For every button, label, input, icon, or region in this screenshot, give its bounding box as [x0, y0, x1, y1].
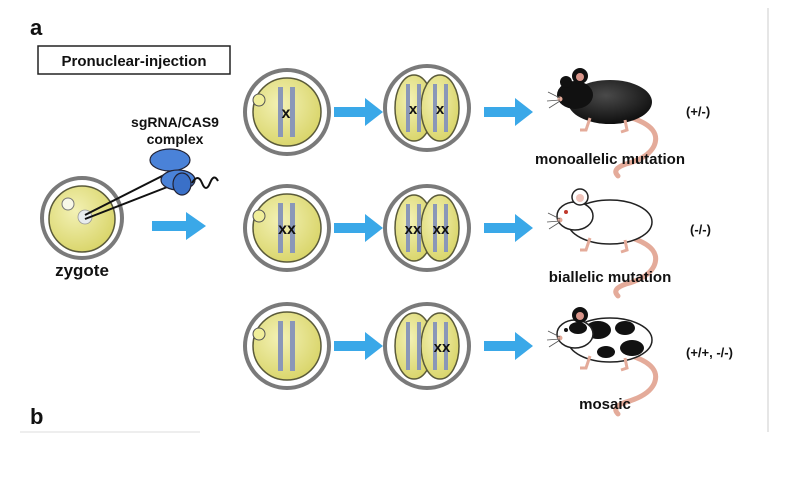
- one-cell-embryo: x: [243, 68, 331, 156]
- row-2: xx xx xx (-/-): [243, 184, 711, 299]
- mouse-white-icon: [546, 188, 659, 299]
- cell2-marks-right: x: [436, 101, 445, 118]
- method-box: [37, 45, 231, 75]
- arrow-row2-b: [484, 214, 533, 242]
- method-label: Pronuclear-injection: [61, 53, 206, 70]
- mouse-spotted-icon: [546, 307, 659, 417]
- complex-label-line2: complex: [147, 131, 204, 147]
- row-3: xx (+/+, -/-) mosaic: [243, 302, 733, 417]
- zygote-cell: [40, 176, 124, 260]
- cell2-marks-left: x: [409, 101, 418, 118]
- outcome-label: monoallelic mutation: [535, 151, 685, 168]
- cell2-marks-left: xx: [405, 221, 422, 238]
- arrow-zygote: [152, 212, 206, 240]
- arrow-row1-b: [484, 98, 533, 126]
- two-cell-embryo: x x: [383, 64, 471, 152]
- zygote-label: zygote: [55, 261, 109, 280]
- arrow-row1-a: [334, 98, 383, 126]
- two-cell-embryo: xx: [383, 302, 471, 390]
- mouse-black-icon: [546, 68, 659, 179]
- cell2-marks-right: xx: [434, 339, 451, 356]
- genotype-label: (+/-): [686, 104, 710, 119]
- arrow-row2-a: [334, 214, 383, 242]
- outcome-label: mosaic: [579, 396, 631, 413]
- arrow-row3-a: [334, 332, 383, 360]
- one-cell-embryo: xx: [243, 184, 331, 272]
- genotype-label: (+/+, -/-): [686, 345, 733, 360]
- one-cell-embryo: [243, 302, 331, 390]
- cell2-marks-right: xx: [433, 221, 450, 238]
- cell1-marks: xx: [278, 221, 296, 238]
- panel-label-b: b: [30, 404, 43, 429]
- injection-needle-icon: [84, 170, 176, 220]
- row-1: x x x (+/-): [243, 64, 710, 179]
- genotype-label: (-/-): [690, 222, 711, 237]
- two-cell-embryo: xx xx: [383, 184, 471, 272]
- panel-label-a: a: [30, 15, 43, 40]
- cell1-marks: x: [282, 105, 291, 122]
- outcome-label: biallelic mutation: [549, 269, 672, 286]
- arrow-row3-b: [484, 332, 533, 360]
- cas9-complex-icon: [149, 148, 219, 196]
- complex-label-line1: sgRNA/CAS9: [131, 114, 219, 130]
